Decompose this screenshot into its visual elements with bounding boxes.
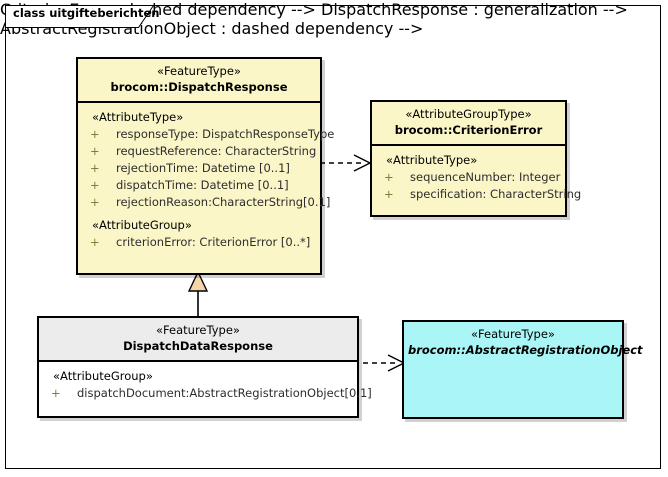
stereotype-label: «FeatureType» [471, 327, 555, 341]
class-name-label: brocom::CriterionError [394, 123, 543, 137]
attribute-row: + requestReference: CharacterString [82, 143, 316, 160]
attribute-label: responseType: DispatchResponseType [116, 127, 335, 141]
class-header-dispatch-response: «FeatureType» brocom::DispatchResponse [78, 59, 320, 103]
visibility-marker: + [90, 144, 100, 158]
diagram-frame-tab [5, 5, 155, 28]
attribute-row: + responseType: DispatchResponseType [82, 126, 334, 143]
class-header-dispatch-data-response: «FeatureType» DispatchDataResponse [39, 318, 357, 362]
visibility-marker: + [384, 170, 394, 184]
visibility-marker: + [90, 161, 100, 175]
class-body-dispatch-response: «AttributeType» + responseType: Dispatch… [78, 103, 334, 256]
attribute-label: dispatchDocument:AbstractRegistrationObj… [77, 386, 372, 400]
class-name-label: DispatchDataResponse [123, 339, 273, 353]
visibility-marker: + [384, 187, 394, 201]
class-box-dispatch-response[interactable]: «FeatureType» brocom::DispatchResponse «… [76, 57, 334, 275]
attribute-row: + sequenceNumber: Integer [376, 169, 561, 186]
attribute-label: sequenceNumber: Integer [410, 170, 561, 184]
stereotype-label: «AttributeGroupType» [405, 107, 532, 121]
visibility-marker: + [90, 127, 100, 141]
class-box-abstract-registration-object[interactable]: «FeatureType» brocom::AbstractRegistrati… [402, 320, 643, 419]
class-header-abstract-registration-object: «FeatureType» brocom::AbstractRegistrati… [404, 322, 643, 364]
visibility-marker: + [90, 178, 100, 192]
class-name-label: brocom::AbstractRegistrationObject [408, 343, 643, 357]
attribute-label: dispatchTime: Datetime [0..1] [116, 178, 289, 192]
section-group-label: «AttributeGroup» [53, 369, 153, 383]
attribute-row: + rejectionTime: Datetime [0..1] [82, 160, 316, 177]
section-group-label: «AttributeType» [92, 110, 184, 124]
class-box-dispatch-data-response[interactable]: «FeatureType» DispatchDataResponse «Attr… [37, 316, 372, 418]
attribute-label: criterionError: CriterionError [0..*] [116, 235, 311, 249]
attribute-label: rejectionReason:CharacterString[0.1] [116, 195, 331, 209]
attribute-row: + dispatchDocument:AbstractRegistrationO… [43, 385, 372, 402]
section-group-label: «AttributeType» [386, 153, 478, 167]
class-box-criterion-error[interactable]: «AttributeGroupType» brocom::CriterionEr… [370, 100, 581, 217]
class-body-dispatch-data-response: «AttributeGroup» + dispatchDocument:Abst… [39, 362, 372, 407]
attribute-label: rejectionTime: Datetime [0..1] [116, 161, 290, 175]
attribute-label: requestReference: CharacterString [116, 144, 317, 158]
stereotype-label: «FeatureType» [156, 323, 240, 337]
visibility-marker: + [90, 195, 100, 209]
attribute-row: + rejectionReason:CharacterString[0.1] [82, 194, 330, 211]
class-name-label: brocom::DispatchResponse [110, 80, 288, 94]
attribute-label: specification: CharacterString [410, 187, 582, 201]
section-group-label: «AttributeGroup» [92, 218, 192, 232]
attribute-row: + specification: CharacterString [376, 186, 581, 203]
class-body-criterion-error: «AttributeType» + sequenceNumber: Intege… [372, 146, 581, 208]
visibility-marker: + [90, 235, 100, 249]
diagram-title: class uitgifteberichten [13, 6, 160, 20]
class-header-criterion-error: «AttributeGroupType» brocom::CriterionEr… [372, 102, 565, 146]
visibility-marker: + [51, 386, 61, 400]
attribute-row: + dispatchTime: Datetime [0..1] [82, 177, 316, 194]
attribute-row: + criterionError: CriterionError [0..*] [82, 234, 316, 251]
diagram-frame [5, 5, 661, 469]
stereotype-label: «FeatureType» [157, 64, 241, 78]
